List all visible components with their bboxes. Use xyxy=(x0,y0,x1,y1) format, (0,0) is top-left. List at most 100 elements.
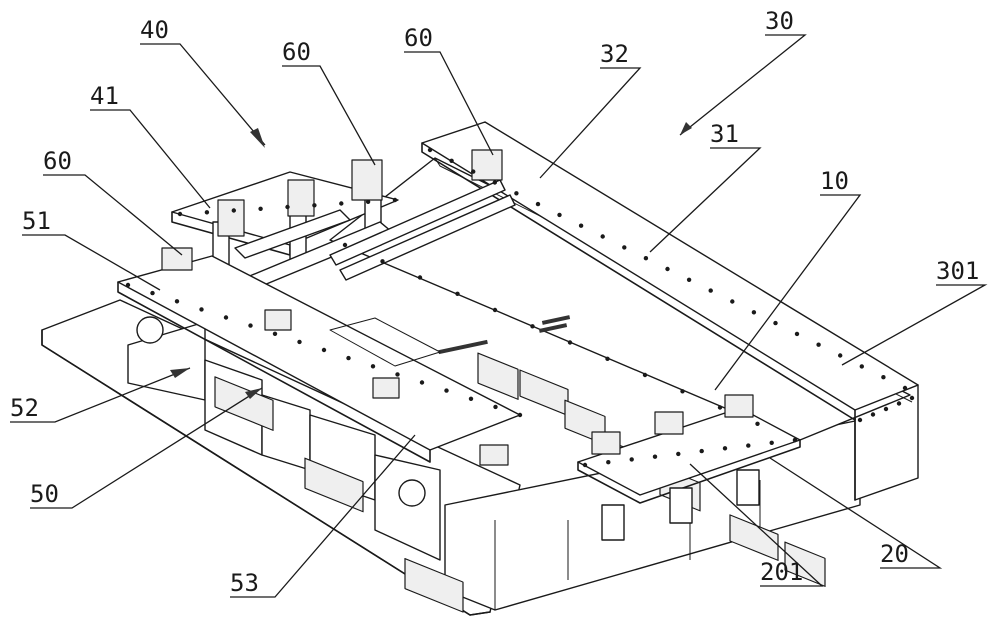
mounting-hole xyxy=(258,206,263,211)
mounting-hole xyxy=(643,256,649,261)
mounting-hole xyxy=(419,380,425,385)
mounting-hole xyxy=(395,372,400,377)
mounting-hole xyxy=(582,462,588,468)
mounting-hole xyxy=(493,404,498,410)
mounting-hole xyxy=(606,460,611,465)
mounting-hole xyxy=(557,212,562,218)
callout-60c: 60 xyxy=(43,147,72,175)
callout-32: 32 xyxy=(600,40,629,68)
mounting-hole xyxy=(342,242,348,248)
mounting-hole xyxy=(794,331,800,337)
mounting-hole xyxy=(365,199,371,204)
left-plate-51 xyxy=(117,247,521,613)
mounting-hole xyxy=(857,417,863,423)
mounting-hole xyxy=(125,282,131,288)
callout-10: 10 xyxy=(820,167,849,195)
mounting-hole xyxy=(567,340,573,345)
mounting-hole xyxy=(686,277,692,282)
mounting-hole xyxy=(622,245,627,250)
callout-53: 53 xyxy=(230,569,259,597)
mounting-hole xyxy=(380,259,385,264)
mounting-hole xyxy=(468,396,474,401)
mounting-hole xyxy=(859,364,864,369)
mounting-hole xyxy=(150,290,155,296)
mounting-hole xyxy=(427,147,433,153)
callout-20: 20 xyxy=(880,540,909,568)
callout-41: 41 xyxy=(90,82,119,110)
callout-201: 201 xyxy=(760,558,803,586)
mounting-hole xyxy=(346,355,351,361)
mounting-hole xyxy=(297,339,302,345)
mounting-hole xyxy=(455,291,460,296)
mounting-hole xyxy=(492,180,497,185)
mounting-hole xyxy=(248,323,253,328)
mounting-hole xyxy=(417,275,423,280)
mounting-hole xyxy=(223,315,229,320)
mounting-hole xyxy=(272,331,278,336)
mounting-hole xyxy=(578,223,584,228)
mounting-hole xyxy=(792,437,798,443)
mounting-hole xyxy=(746,443,751,448)
mounting-hole xyxy=(751,310,757,315)
mounting-hole xyxy=(514,191,519,196)
callout-52: 52 xyxy=(10,394,39,422)
mounting-hole xyxy=(870,412,876,417)
mounting-hole xyxy=(449,158,454,163)
callout-60b: 60 xyxy=(404,24,433,52)
mounting-hole xyxy=(680,389,685,394)
mounting-hole xyxy=(838,353,843,358)
mounting-hole xyxy=(231,208,236,213)
mounting-hole xyxy=(902,385,908,391)
mounting-hole xyxy=(177,211,183,217)
callout-labels: 40 60 60 32 30 41 31 60 10 51 301 52 50 … xyxy=(10,7,979,597)
callout-31: 31 xyxy=(710,120,739,148)
mounting-hole xyxy=(517,412,523,418)
mounting-hole xyxy=(370,364,376,369)
callout-301: 301 xyxy=(936,257,979,285)
mounting-hole xyxy=(339,201,344,206)
mounting-hole xyxy=(444,388,449,393)
mounting-hole xyxy=(321,347,327,353)
mounting-hole xyxy=(392,197,398,203)
mounting-hole xyxy=(652,454,658,459)
mounting-hole xyxy=(642,372,648,378)
mounting-hole xyxy=(492,307,498,313)
mounting-hole xyxy=(896,401,902,406)
mounting-hole xyxy=(883,406,889,412)
mounting-hole xyxy=(816,342,821,347)
front-plate-20 xyxy=(577,394,801,541)
mounting-hole xyxy=(881,375,886,380)
mounting-hole xyxy=(717,405,723,410)
mounting-hole xyxy=(204,210,210,215)
callout-30: 30 xyxy=(765,7,794,35)
callout-60a: 60 xyxy=(282,38,311,66)
mounting-hole xyxy=(600,234,605,239)
mounting-hole xyxy=(769,440,774,445)
mounting-hole xyxy=(530,324,535,329)
callout-50: 50 xyxy=(30,480,59,508)
mounting-hole xyxy=(676,451,681,457)
mounting-hole xyxy=(174,299,180,304)
mounting-hole xyxy=(699,448,704,454)
leader-lines xyxy=(10,34,988,598)
mounting-holes xyxy=(125,147,915,468)
callout-40: 40 xyxy=(140,16,169,44)
mounting-hole xyxy=(629,457,634,462)
mounting-hole xyxy=(755,421,760,426)
toggle-clamps-60 xyxy=(217,149,503,237)
mounting-hole xyxy=(471,169,476,174)
callout-51: 51 xyxy=(22,207,51,235)
mounting-hole xyxy=(909,395,915,401)
mounting-hole xyxy=(605,356,610,361)
mounting-hole xyxy=(535,201,541,207)
mounting-hole xyxy=(773,320,778,326)
mounting-hole xyxy=(199,307,204,312)
mounting-hole xyxy=(708,288,713,293)
mounting-hole xyxy=(665,266,670,272)
mounting-hole xyxy=(312,203,317,208)
mounting-hole xyxy=(730,299,735,304)
left-clamps xyxy=(161,247,509,613)
mounting-hole xyxy=(285,204,290,210)
